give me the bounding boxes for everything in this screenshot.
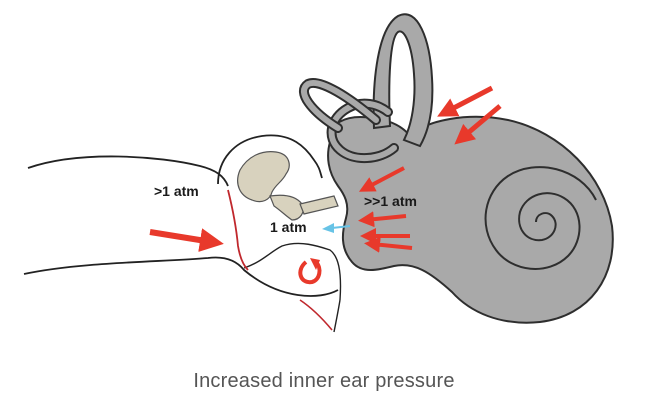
tympanic-membrane (228, 190, 248, 270)
round-window-membrane (300, 300, 332, 330)
eustachian-outline (334, 300, 340, 332)
inner-ear (304, 14, 613, 322)
middle-ear-pressure-label: 1 atm (270, 219, 307, 235)
ear-canal-lower-outline (24, 258, 338, 296)
ear-canal-upper-outline (28, 156, 228, 186)
diagram-caption: Increased inner ear pressure (0, 370, 648, 393)
ear-canal-pressure-label: >1 atm (154, 183, 199, 199)
canal-arrow-1 (446, 88, 492, 112)
middle-ear-floor-outline (244, 243, 341, 300)
ear-canal-arrow (150, 232, 212, 242)
superior-semicircular-canal (374, 14, 433, 146)
inner-ear-pressure-label: >>1 atm (364, 193, 417, 209)
ossicles (238, 152, 338, 220)
